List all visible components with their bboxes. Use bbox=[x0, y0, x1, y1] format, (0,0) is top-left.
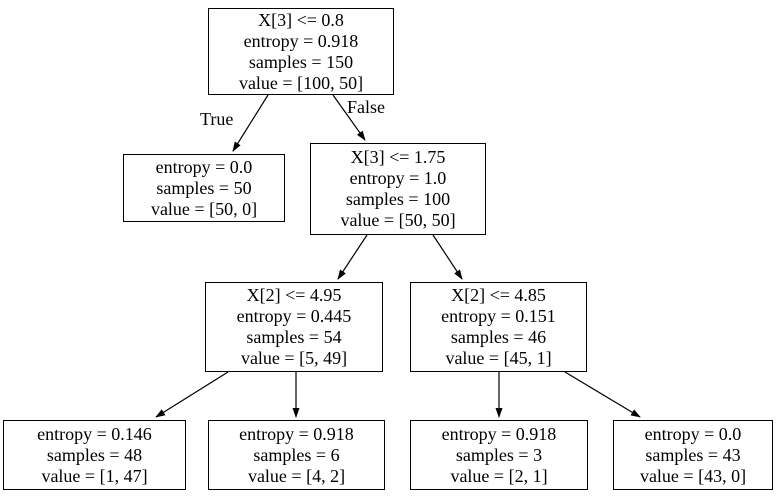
node-split-condition: X[3] <= 0.8 bbox=[258, 9, 344, 30]
tree-node-leaf-1: entropy = 0.146 samples = 48 value = [1,… bbox=[3, 420, 186, 490]
node-entropy: entropy = 0.918 bbox=[243, 30, 359, 51]
node-value: value = [1, 47] bbox=[41, 465, 148, 486]
node-samples: samples = 46 bbox=[450, 327, 547, 347]
node-samples: samples = 50 bbox=[156, 177, 252, 198]
tree-node-right-split: X[3] <= 1.75 entropy = 1.0 samples = 100… bbox=[310, 143, 486, 235]
edge-split-to-x2-485 bbox=[432, 234, 463, 280]
edge-root-to-left-leaf bbox=[232, 94, 269, 152]
node-split-condition: X[2] <= 4.95 bbox=[246, 285, 342, 305]
edge-x2-485-to-leaf-4 bbox=[564, 371, 641, 418]
tree-node-split-x2-485: X[2] <= 4.85 entropy = 0.151 samples = 4… bbox=[410, 282, 587, 372]
node-samples: samples = 54 bbox=[246, 327, 342, 347]
node-entropy: entropy = 0.146 bbox=[37, 423, 152, 444]
edge-x2-495-to-leaf-1 bbox=[155, 371, 229, 418]
node-value: value = [45, 1] bbox=[445, 348, 552, 368]
tree-node-left-leaf: entropy = 0.0 samples = 50 value = [50, … bbox=[123, 154, 285, 222]
tree-node-split-x2-495: X[2] <= 4.95 entropy = 0.445 samples = 5… bbox=[205, 282, 383, 372]
node-split-condition: X[2] <= 4.85 bbox=[451, 285, 546, 305]
node-samples: samples = 6 bbox=[253, 444, 340, 465]
node-value: value = [50, 50] bbox=[340, 210, 456, 230]
node-value: value = [50, 0] bbox=[150, 198, 258, 219]
edge-label-false: False bbox=[347, 97, 385, 117]
node-samples: samples = 100 bbox=[345, 189, 451, 209]
node-entropy: entropy = 1.0 bbox=[349, 168, 447, 188]
node-entropy: entropy = 0.445 bbox=[236, 306, 352, 326]
node-value: value = [4, 2] bbox=[247, 465, 346, 486]
node-samples: samples = 48 bbox=[46, 444, 143, 465]
node-value: value = [43, 0] bbox=[639, 465, 747, 486]
tree-node-root: X[3] <= 0.8 entropy = 0.918 samples = 15… bbox=[208, 8, 394, 95]
node-entropy: entropy = 0.918 bbox=[441, 423, 557, 444]
tree-node-leaf-4: entropy = 0.0 samples = 43 value = [43, … bbox=[613, 420, 773, 490]
node-split-condition: X[3] <= 1.75 bbox=[350, 147, 446, 167]
node-value: value = [100, 50] bbox=[238, 72, 364, 93]
tree-node-leaf-3: entropy = 0.918 samples = 3 value = [2, … bbox=[410, 420, 588, 490]
node-entropy: entropy = 0.151 bbox=[441, 306, 556, 326]
edge-label-true: True bbox=[200, 109, 234, 129]
tree-node-leaf-2: entropy = 0.918 samples = 6 value = [4, … bbox=[208, 420, 385, 490]
node-samples: samples = 3 bbox=[455, 444, 543, 465]
node-value: value = [5, 49] bbox=[240, 348, 348, 368]
edge-split-to-x2-495 bbox=[337, 234, 368, 280]
node-samples: samples = 150 bbox=[248, 51, 354, 72]
node-entropy: entropy = 0.0 bbox=[644, 423, 742, 444]
node-entropy: entropy = 0.0 bbox=[155, 156, 253, 177]
node-value: value = [2, 1] bbox=[450, 465, 548, 486]
node-entropy: entropy = 0.918 bbox=[239, 423, 354, 444]
node-samples: samples = 43 bbox=[645, 444, 741, 465]
